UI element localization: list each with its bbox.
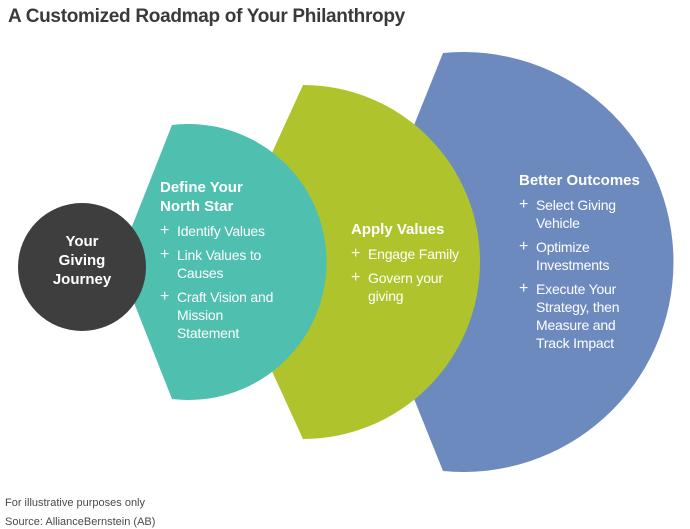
bullet-item: + Link Values to Causes xyxy=(160,246,325,282)
bullet-item: + Govern your giving xyxy=(351,269,501,305)
giving-journey-circle xyxy=(18,203,146,331)
bullet-item: + Engage Family xyxy=(351,245,501,263)
plus-bullet-icon: + xyxy=(160,288,170,305)
plus-bullet-icon: + xyxy=(519,196,529,213)
plus-bullet-icon: + xyxy=(160,222,170,239)
source-note: Source: AllianceBernstein (AB) xyxy=(5,516,156,528)
bullet-item: + Execute Your Strategy, then Measure an… xyxy=(519,280,679,352)
bullet-item-text: Link Values to Causes xyxy=(177,247,262,281)
stage-title: Better Outcomes xyxy=(519,171,679,190)
stage-title: Apply Values xyxy=(351,220,501,239)
giving-journey-label: Your Giving Journey xyxy=(7,232,157,289)
giving-journey-label-line: Your xyxy=(65,233,99,250)
bullet-item: + Select Giving Vehicle xyxy=(519,196,679,232)
stage-title: Define Your North Star xyxy=(160,178,325,216)
bullet-item-text: Execute Your Strategy, then Measure and … xyxy=(536,281,620,351)
bullet-item-text: Craft Vision and Mission Statement xyxy=(177,289,274,341)
bullet-item-text: Govern your giving xyxy=(368,270,443,304)
stage-title-line: North Star xyxy=(160,198,234,215)
bullet-item-text: Engage Family xyxy=(368,246,459,262)
bullet-item-text: Optimize Investments xyxy=(536,239,610,273)
bullet-item-text: Select Giving Vehicle xyxy=(536,197,616,231)
bullet-item: + Optimize Investments xyxy=(519,238,679,274)
plus-bullet-icon: + xyxy=(160,246,170,263)
page-title: A Customized Roadmap of Your Philanthrop… xyxy=(8,6,405,27)
bullet-item-text: Identify Values xyxy=(177,223,265,239)
stage-apply-values: Apply Values + Engage Family + Govern yo… xyxy=(351,220,501,305)
stage-title-line: Define Your xyxy=(160,179,243,196)
plus-bullet-icon: + xyxy=(351,269,361,286)
stage-title-line: Apply Values xyxy=(351,221,445,238)
plus-bullet-icon: + xyxy=(519,238,529,255)
giving-journey-label-line: Journey xyxy=(52,271,112,288)
bullet-item: + Identify Values xyxy=(160,222,325,240)
stage-better-outcomes: Better Outcomes + Select Giving Vehicle … xyxy=(519,171,679,352)
plus-bullet-icon: + xyxy=(519,280,529,297)
illustrative-note: For illustrative purposes only xyxy=(5,497,146,509)
stage-define-north-star: Define Your North Star + Identify Values… xyxy=(160,178,325,342)
giving-journey-label-line: Giving xyxy=(58,252,106,269)
plus-bullet-icon: + xyxy=(351,245,361,262)
define-north-star-arc-shape xyxy=(118,124,327,401)
stage-title-line: Better Outcomes xyxy=(519,172,640,189)
bullet-item: + Craft Vision and Mission Statement xyxy=(160,288,325,342)
